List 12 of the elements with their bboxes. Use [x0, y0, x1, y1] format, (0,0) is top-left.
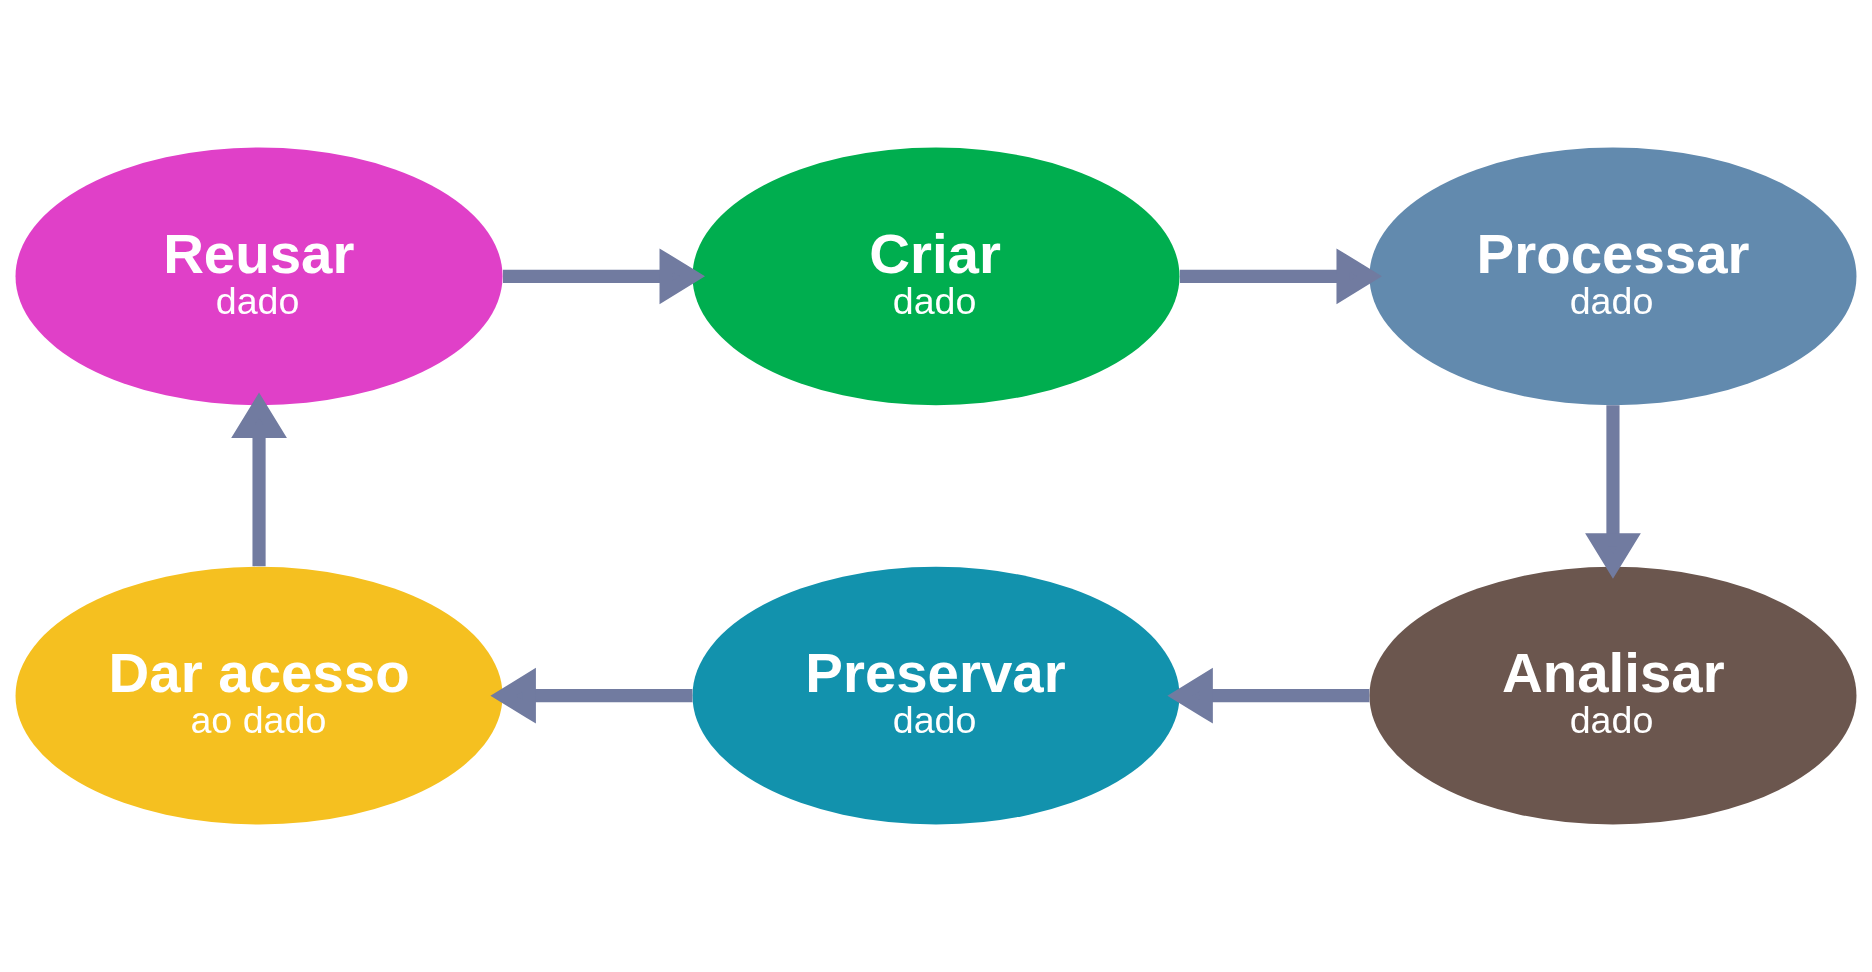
node-ellipse: Criar dado — [692, 147, 1180, 406]
arrow — [490, 667, 693, 724]
arrow — [231, 392, 287, 567]
node-ellipse: Analisar dado — [1369, 566, 1857, 825]
arrow — [503, 248, 706, 305]
node-ellipse: Processar dado — [1369, 147, 1857, 406]
arrow — [1585, 405, 1641, 579]
arrow — [1179, 248, 1382, 305]
node-ellipse: Reusar dado — [15, 147, 503, 406]
arrow — [1167, 667, 1370, 724]
node-ellipse: Dar acesso ao dado — [15, 566, 503, 825]
node-ellipse: Preservar dado — [692, 566, 1180, 825]
